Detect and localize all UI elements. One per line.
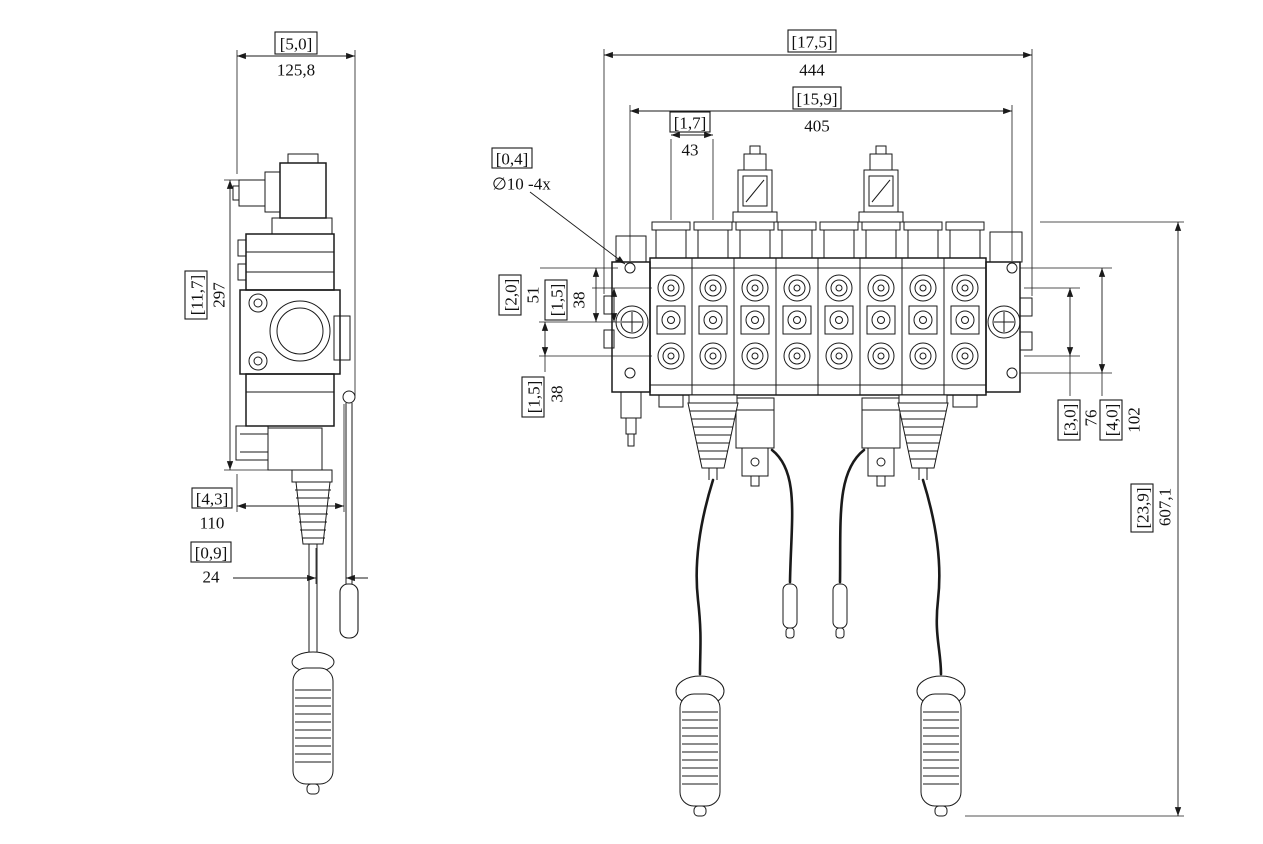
cable-plug-right (832, 583, 848, 639)
valve-section-8 (943, 221, 987, 396)
solenoid-cable-right (838, 448, 866, 584)
valve-section-4 (775, 221, 819, 396)
dim-label-mm: 125,8 (277, 61, 315, 80)
dim-inner-width: [15,9] 405 (629, 86, 1013, 261)
side-joystick (291, 481, 335, 795)
left-end-cap (603, 235, 651, 447)
mounting-hole-bottom-left (624, 367, 636, 379)
dim-overall-width: [17,5] 444 (603, 29, 1033, 296)
valve-section-3 (733, 221, 777, 396)
hole-callout: [0,4] ∅10 -4x (491, 147, 626, 265)
solenoid-right (861, 397, 901, 487)
dim-hole-span: [4,0] 102 (1020, 267, 1144, 441)
dim-label-inch: [3,0] (1061, 404, 1080, 437)
dim-label-mm: 24 (203, 568, 221, 587)
dim-label-mm: 38 (548, 386, 567, 403)
mounting-hole-bottom-right (1006, 367, 1018, 379)
joystick-boot-left (687, 394, 739, 481)
side-hand-lever (339, 390, 359, 639)
dim-label-inch: [4,3] (196, 490, 229, 509)
dim-overall-height: [23,9] 607,1 (965, 221, 1184, 817)
right-end-cap (985, 231, 1033, 393)
dim-side-offset: [0,9] 24 (190, 541, 368, 587)
joystick-grip-left (675, 675, 725, 817)
dim-label-inch: [2,0] (502, 279, 521, 312)
valve-section-7 (901, 221, 945, 396)
dim-label-mm: 102 (1125, 407, 1144, 433)
valve-section-1 (649, 221, 693, 396)
valve-bank (649, 221, 987, 408)
dim-label-mm: 76 (1082, 410, 1101, 427)
valve-section-2 (691, 221, 735, 396)
solenoid-cable-left (770, 448, 794, 584)
mounting-hole-top-right (1006, 262, 1018, 274)
dim-label-mm: 110 (200, 514, 225, 533)
dim-label-mm: 444 (799, 61, 825, 80)
mounting-hole-top-left (624, 262, 636, 274)
dim-center-to-bottom: [1,5] 38 (521, 322, 652, 418)
dim-side-height: [11,7] 297 (184, 179, 270, 471)
solenoid-left (735, 397, 775, 487)
dim-center-to-top: [1,5] 38 (544, 279, 652, 322)
dim-label-inch: [1,5] (525, 381, 544, 414)
side-solenoid (232, 153, 333, 235)
dim-label-mm: 38 (570, 292, 589, 309)
dim-side-width: [5,0] 125,8 (236, 31, 356, 396)
dim-port-span: [3,0] 76 (1024, 287, 1101, 441)
dim-label-mm: 405 (804, 117, 830, 136)
joystick-grip-right (916, 675, 966, 817)
joystick-boot-right (897, 394, 949, 481)
joystick-cable-right (921, 478, 943, 676)
valve-section-6 (859, 221, 903, 396)
pilot-tower-right (858, 145, 904, 223)
dim-label-inch: [0,4] (496, 150, 529, 169)
dim-section-pitch: [1,7] 43 (669, 111, 714, 220)
side-valve-body (235, 233, 351, 483)
dim-label-mm: 43 (682, 141, 699, 160)
dim-label-inch: [4,0] (1103, 404, 1122, 437)
joystick-cable-left (695, 478, 715, 676)
cable-plug-left (782, 583, 798, 639)
dim-label-inch: [5,0] (280, 35, 313, 54)
hole-callout-text: ∅10 -4x (492, 175, 551, 194)
dim-label-mm: 297 (210, 282, 229, 308)
dim-label-inch: [17,5] (791, 33, 832, 52)
dim-label-inch: [1,7] (674, 114, 707, 133)
dim-label-inch: [11,7] (188, 275, 207, 315)
side-view (232, 153, 359, 795)
dim-side-depth: [4,3] 110 (191, 404, 345, 533)
dim-label-inch: [23,9] (1134, 487, 1153, 528)
dim-label-inch: [15,9] (796, 90, 837, 109)
dim-center-to-hole: [2,0] 51 (498, 267, 620, 323)
front-view (603, 145, 1033, 817)
dim-label-mm: 607,1 (1156, 488, 1175, 526)
dim-label-mm: 51 (524, 287, 543, 304)
pilot-tower-left (732, 145, 778, 223)
dim-label-inch: [1,5] (548, 284, 567, 317)
valve-section-5 (817, 221, 861, 396)
dimensions: [5,0] 125,8 [11,7] 297 [4,3] 110 (184, 29, 1184, 817)
dim-label-inch: [0,9] (195, 544, 228, 563)
